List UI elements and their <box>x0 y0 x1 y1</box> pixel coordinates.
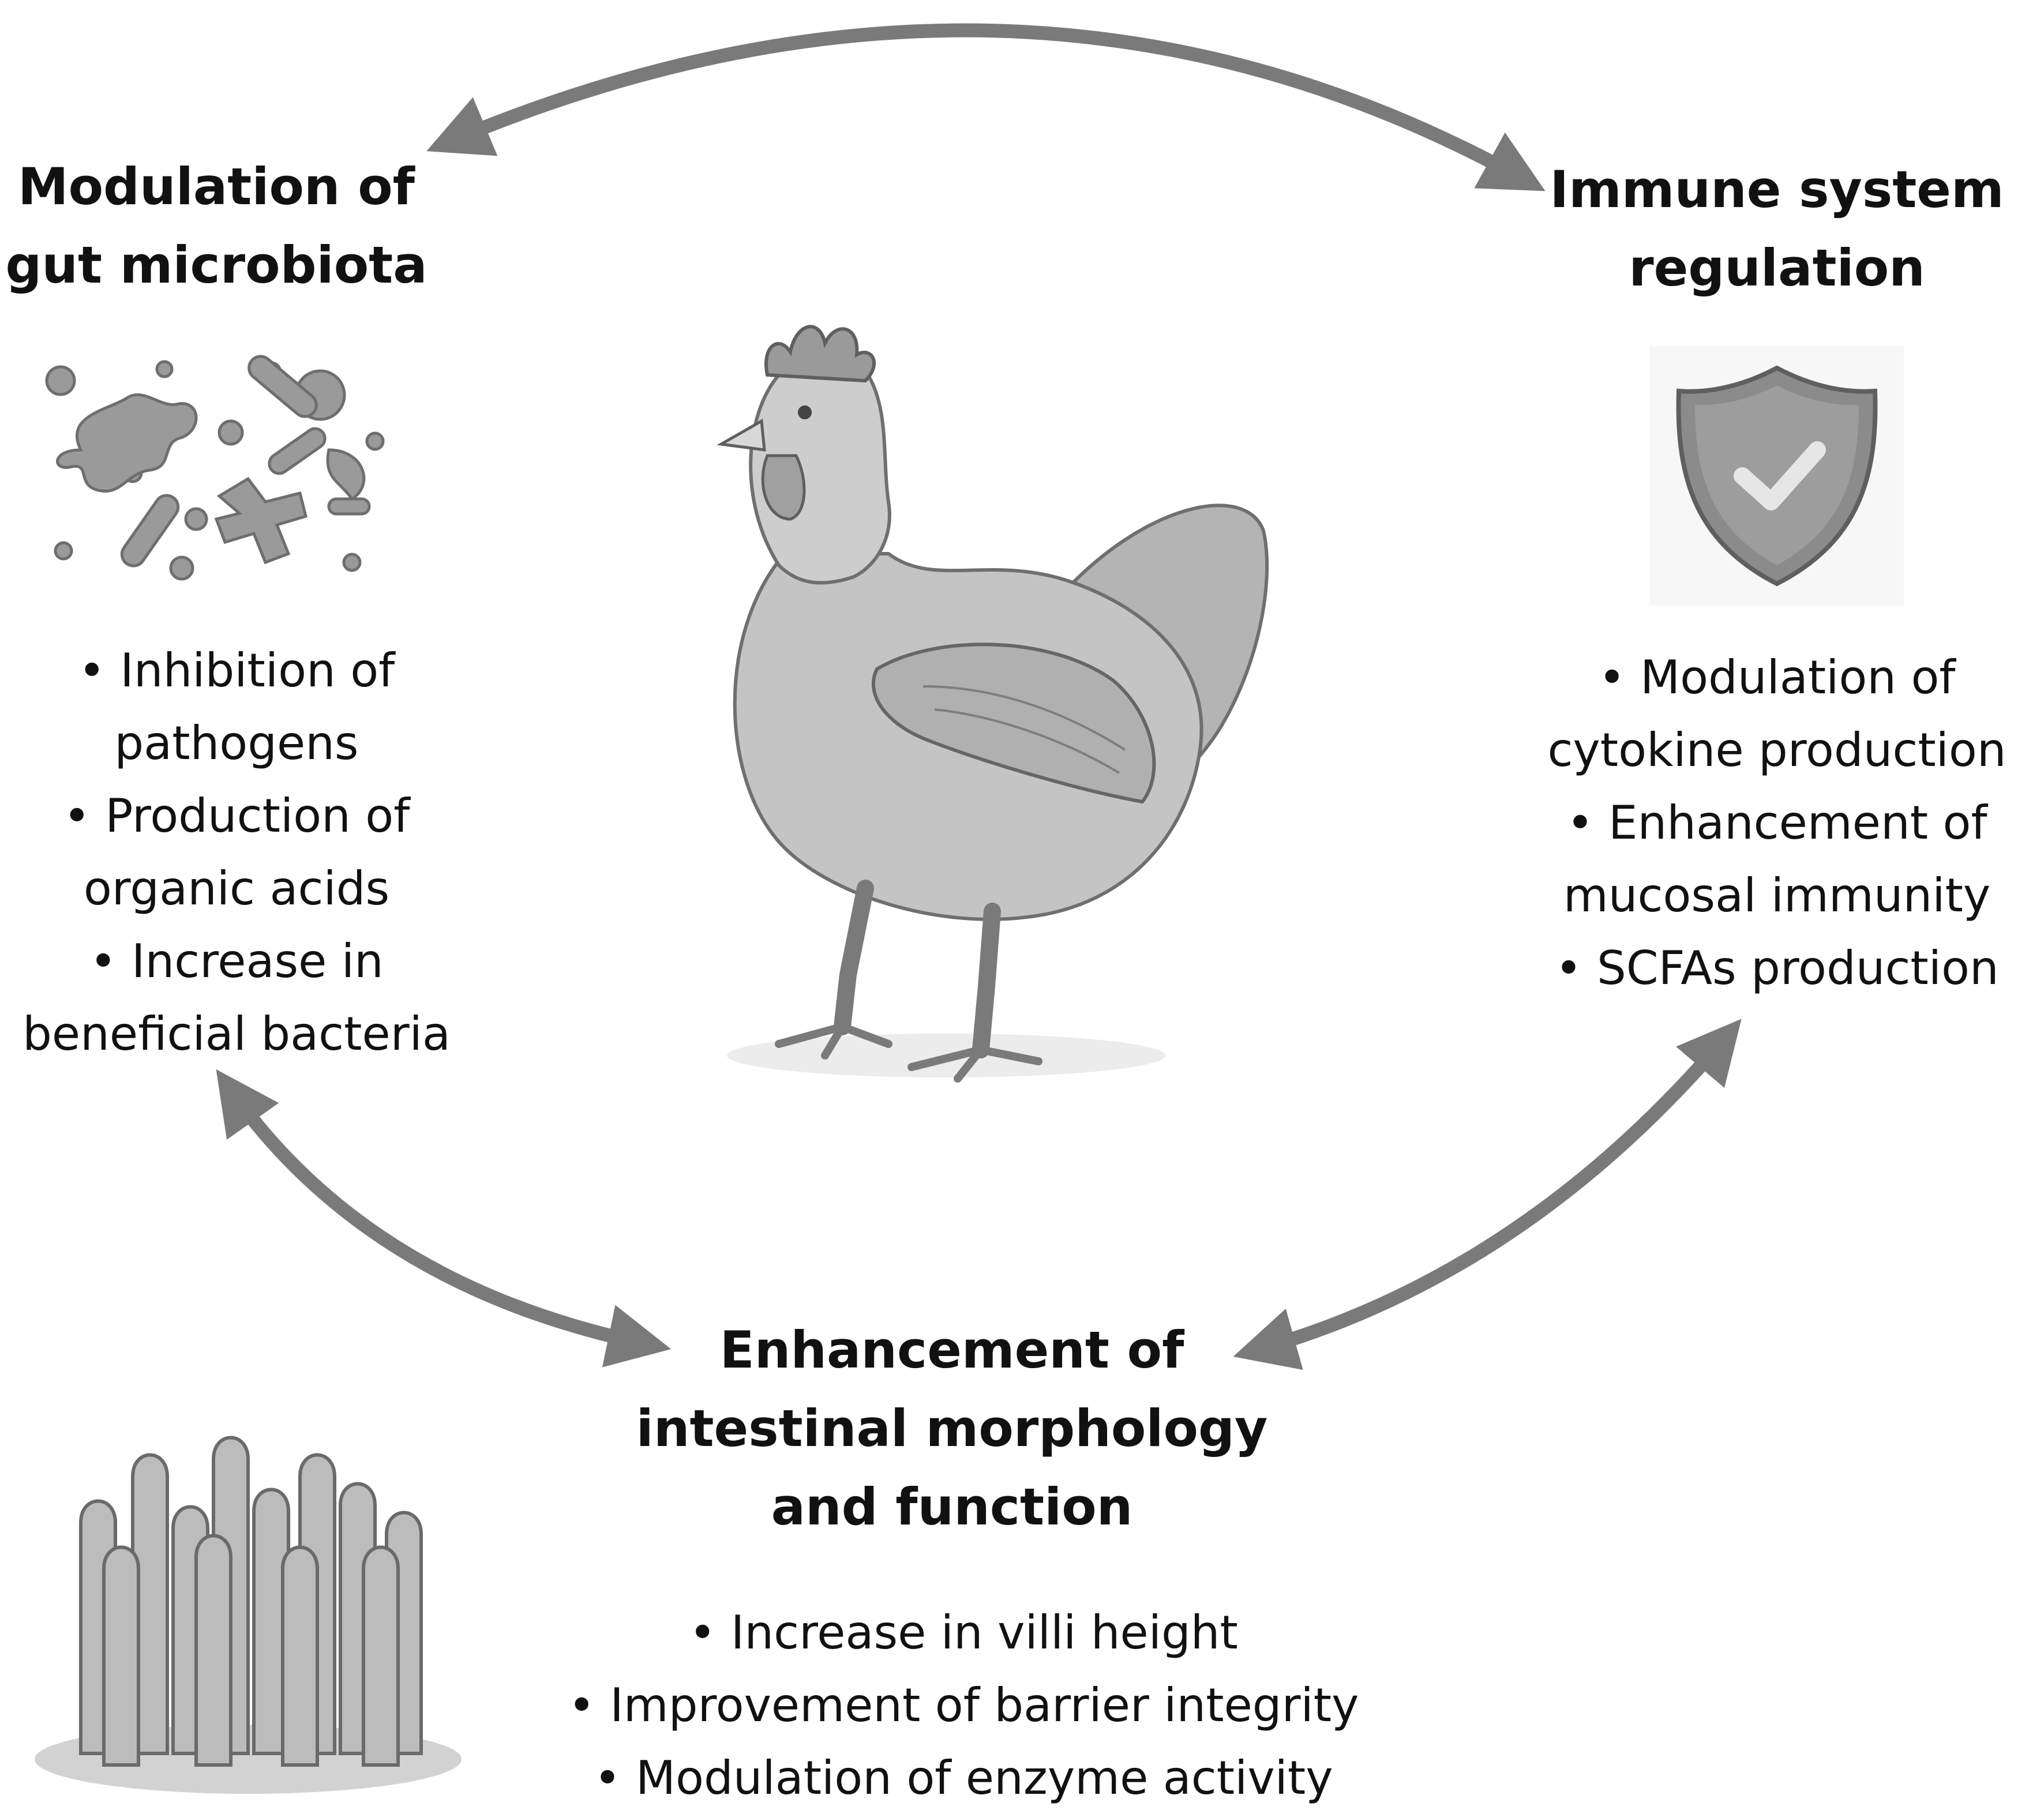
chicken-illustration <box>717 325 1269 1083</box>
intestinal-bullet-list: Increase in villi height Improvement of … <box>496 1597 1431 1814</box>
microbiota-heading-line: Modulation of <box>18 157 415 216</box>
microbes-icon <box>45 355 385 581</box>
intestinal-villi-icon <box>35 1436 462 1794</box>
arrow-immune-intestinal <box>1233 1019 1742 1370</box>
bullet-text: pathogens <box>114 716 359 770</box>
bullet-text: mucosal immunity <box>1563 869 1991 922</box>
arrow-microbiota-intestinal <box>216 1069 672 1368</box>
immune-heading: Immune system regulation <box>1517 151 2037 307</box>
intestinal-heading-line: intestinal morphology <box>636 1399 1268 1458</box>
bullet-text: Inhibition of <box>0 634 473 707</box>
immune-bullet: Enhancement of mucosal immunity <box>1512 787 2042 932</box>
microbiota-heading: Modulation of gut microbiota <box>0 148 433 305</box>
bullet-text: SCFAs production <box>1512 932 2042 1005</box>
intestinal-bullet: Modulation of enzyme activity <box>496 1742 1431 1814</box>
bullet-text: beneficial bacteria <box>22 1007 451 1061</box>
microbiota-bullet: Increase in beneficial bacteria <box>0 925 473 1071</box>
immune-bullet-list: Modulation of cytokine production Enhanc… <box>1512 641 2042 1005</box>
intestinal-heading-line: and function <box>771 1477 1133 1537</box>
bullet-text: Production of <box>0 780 473 852</box>
bullet-text: Increase in villi height <box>496 1597 1431 1669</box>
immune-bullet: Modulation of cytokine production <box>1512 641 2042 787</box>
bullet-text: organic acids <box>83 862 390 915</box>
arrow-microbiota-immune <box>426 23 1546 191</box>
intestinal-bullet: Increase in villi height <box>496 1597 1431 1669</box>
immune-heading-line: Immune system <box>1550 160 2004 219</box>
intestinal-heading-line: Enhancement of <box>719 1320 1184 1380</box>
microbiota-bullet-list: Inhibition of pathogens Production of or… <box>0 634 473 1071</box>
bullet-text: Increase in <box>0 925 473 998</box>
intestinal-bullet: Improvement of barrier integrity <box>496 1669 1431 1742</box>
bullet-text: Enhancement of <box>1512 787 2042 859</box>
bullet-text: Improvement of barrier integrity <box>496 1669 1431 1742</box>
microbiota-bullet: Production of organic acids <box>0 780 473 925</box>
immune-heading-line: regulation <box>1629 238 1925 298</box>
bullet-text: Modulation of enzyme activity <box>496 1742 1431 1814</box>
microbiota-bullet: Inhibition of pathogens <box>0 634 473 780</box>
immune-bullet: SCFAs production <box>1512 932 2042 1005</box>
shield-check-icon <box>1650 346 1904 606</box>
bullet-text: Modulation of <box>1512 641 2042 714</box>
microbiota-heading-line: gut microbiota <box>5 235 427 295</box>
bullet-text: cytokine production <box>1547 723 2007 777</box>
intestinal-heading: Enhancement of intestinal morphology and… <box>612 1311 1292 1546</box>
